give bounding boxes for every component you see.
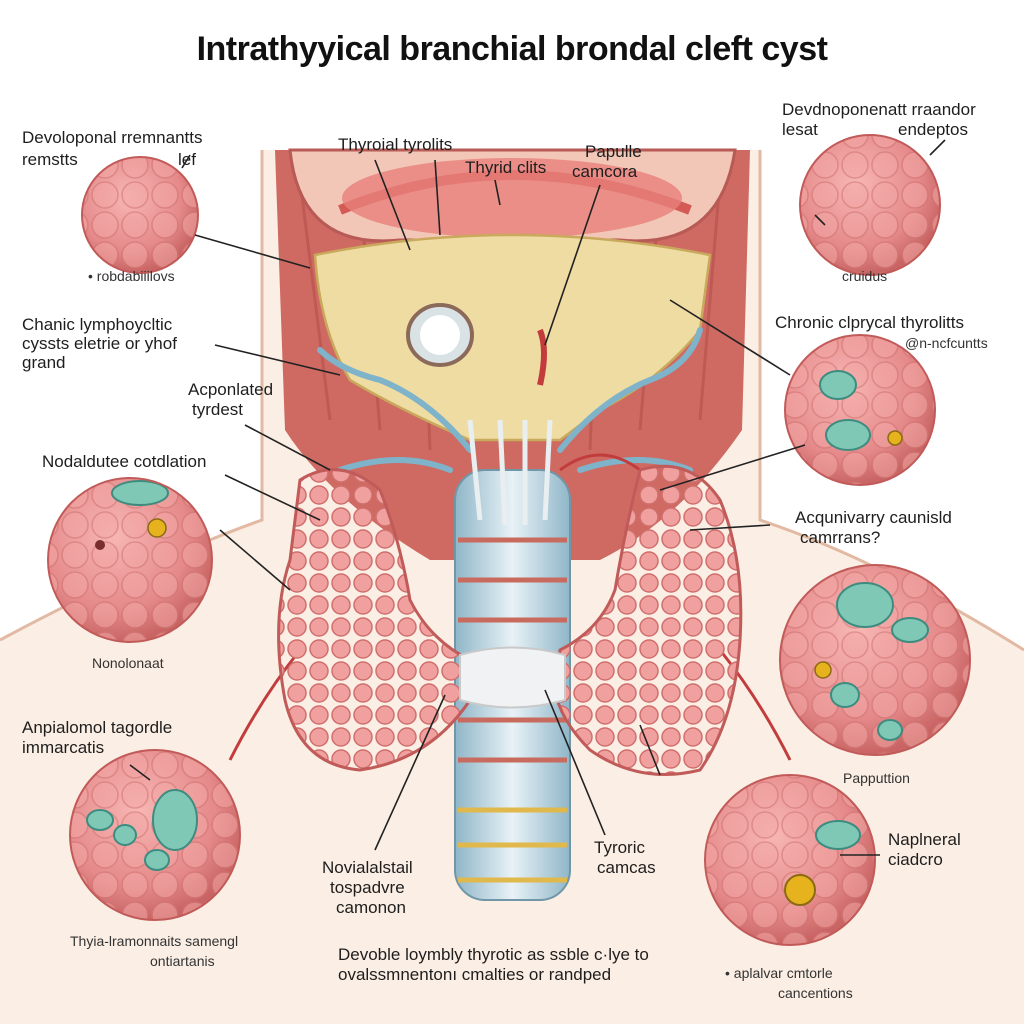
magnified-view-top-left	[81, 156, 199, 274]
label-novial-2: tospadvre	[330, 878, 405, 897]
label-papulle-2: camcora	[572, 162, 638, 181]
blood-vessels	[317, 327, 703, 473]
label-acqun-2: camrrans?	[800, 528, 881, 547]
label-acqun-1: Acqunivarry caunisld	[795, 508, 952, 527]
label-thyrid: Thyrid clits	[465, 158, 547, 177]
thyroid-left-lobe	[277, 468, 472, 772]
label-novial-3: camonon	[336, 898, 406, 917]
thyroid-right-lobe	[553, 464, 743, 776]
label-papulle-1: Papulle	[585, 142, 642, 161]
label-top-right-1: Devdnoponenatt rraandor	[782, 100, 976, 119]
label-nonolonaat: Nonolonaat	[92, 655, 164, 671]
label-naplneral-2: ciadcro	[888, 850, 943, 869]
label-bottom-right-2: cancentions	[778, 985, 853, 1001]
label-bottom-center-2: ovalssmnentonı cmalties or randped	[338, 965, 612, 984]
label-thyroial: Thyroial tyrolits	[338, 135, 453, 154]
label-bottom-center-1: Devoble loymbly thyrotic as ssble c·lye …	[338, 945, 649, 964]
label-tyroric-2: camcas	[597, 858, 656, 877]
label-bottom-left-1: Thyia-lramonnaits samengl	[70, 933, 239, 949]
label-bottom-left-2: ontiartanis	[150, 953, 215, 969]
label-chronic-left-3: grand	[22, 353, 66, 372]
label-top-left-1: Devoloponal rremnantts	[22, 128, 203, 147]
magnified-view-bottom-left	[69, 749, 241, 921]
label-chronic-right-small: @n-ncfcuntts	[905, 335, 988, 351]
label-top-left-small: • robdabiiilovs	[88, 268, 175, 284]
thyroid-isthmus	[459, 646, 566, 709]
label-novial-1: Novialalstail	[322, 858, 413, 877]
leader-lines	[129, 139, 946, 856]
label-chronic-left-2: cyssts eletrie or yhof	[22, 334, 177, 353]
label-nodal: Nodaldutee cotdlation	[42, 452, 207, 471]
magnified-view-right-2	[784, 334, 936, 486]
label-chronic-right: Chronic clprycal thyrolitts	[775, 313, 964, 332]
label-chronic-left-1: Chanic lymphoycltic	[22, 315, 173, 334]
label-acponlated-2: tyrdest	[192, 400, 244, 419]
label-anpialomol-2: immarcatis	[22, 738, 105, 757]
magnified-view-right-3	[779, 564, 971, 756]
label-top-left-2: remstts	[22, 150, 78, 169]
label-naplneral-1: Naplneral	[888, 830, 961, 849]
trachea-rings	[458, 537, 567, 763]
label-top-right-3: endeptos	[898, 120, 968, 139]
label-top-right-small: cruidus	[842, 268, 888, 284]
label-acponlated-1: Acponlated	[188, 380, 274, 399]
label-top-left-3: lef	[178, 150, 196, 169]
magnified-view-bottom-right	[704, 774, 876, 946]
label-anpialomol-1: Anpialomol tagordle	[22, 718, 173, 737]
label-papputtion: Papputtion	[843, 770, 910, 786]
magnified-view-top-right	[799, 134, 941, 276]
diagram-title: Intrathyyical branchial brondal cleft cy…	[196, 30, 828, 68]
label-tyroric-1: Tyroric	[594, 838, 645, 857]
label-bottom-right-1: • aplalvar cmtorle	[725, 965, 833, 981]
label-top-right-2: lesat	[782, 120, 818, 139]
magnified-view-left-2	[47, 477, 213, 643]
